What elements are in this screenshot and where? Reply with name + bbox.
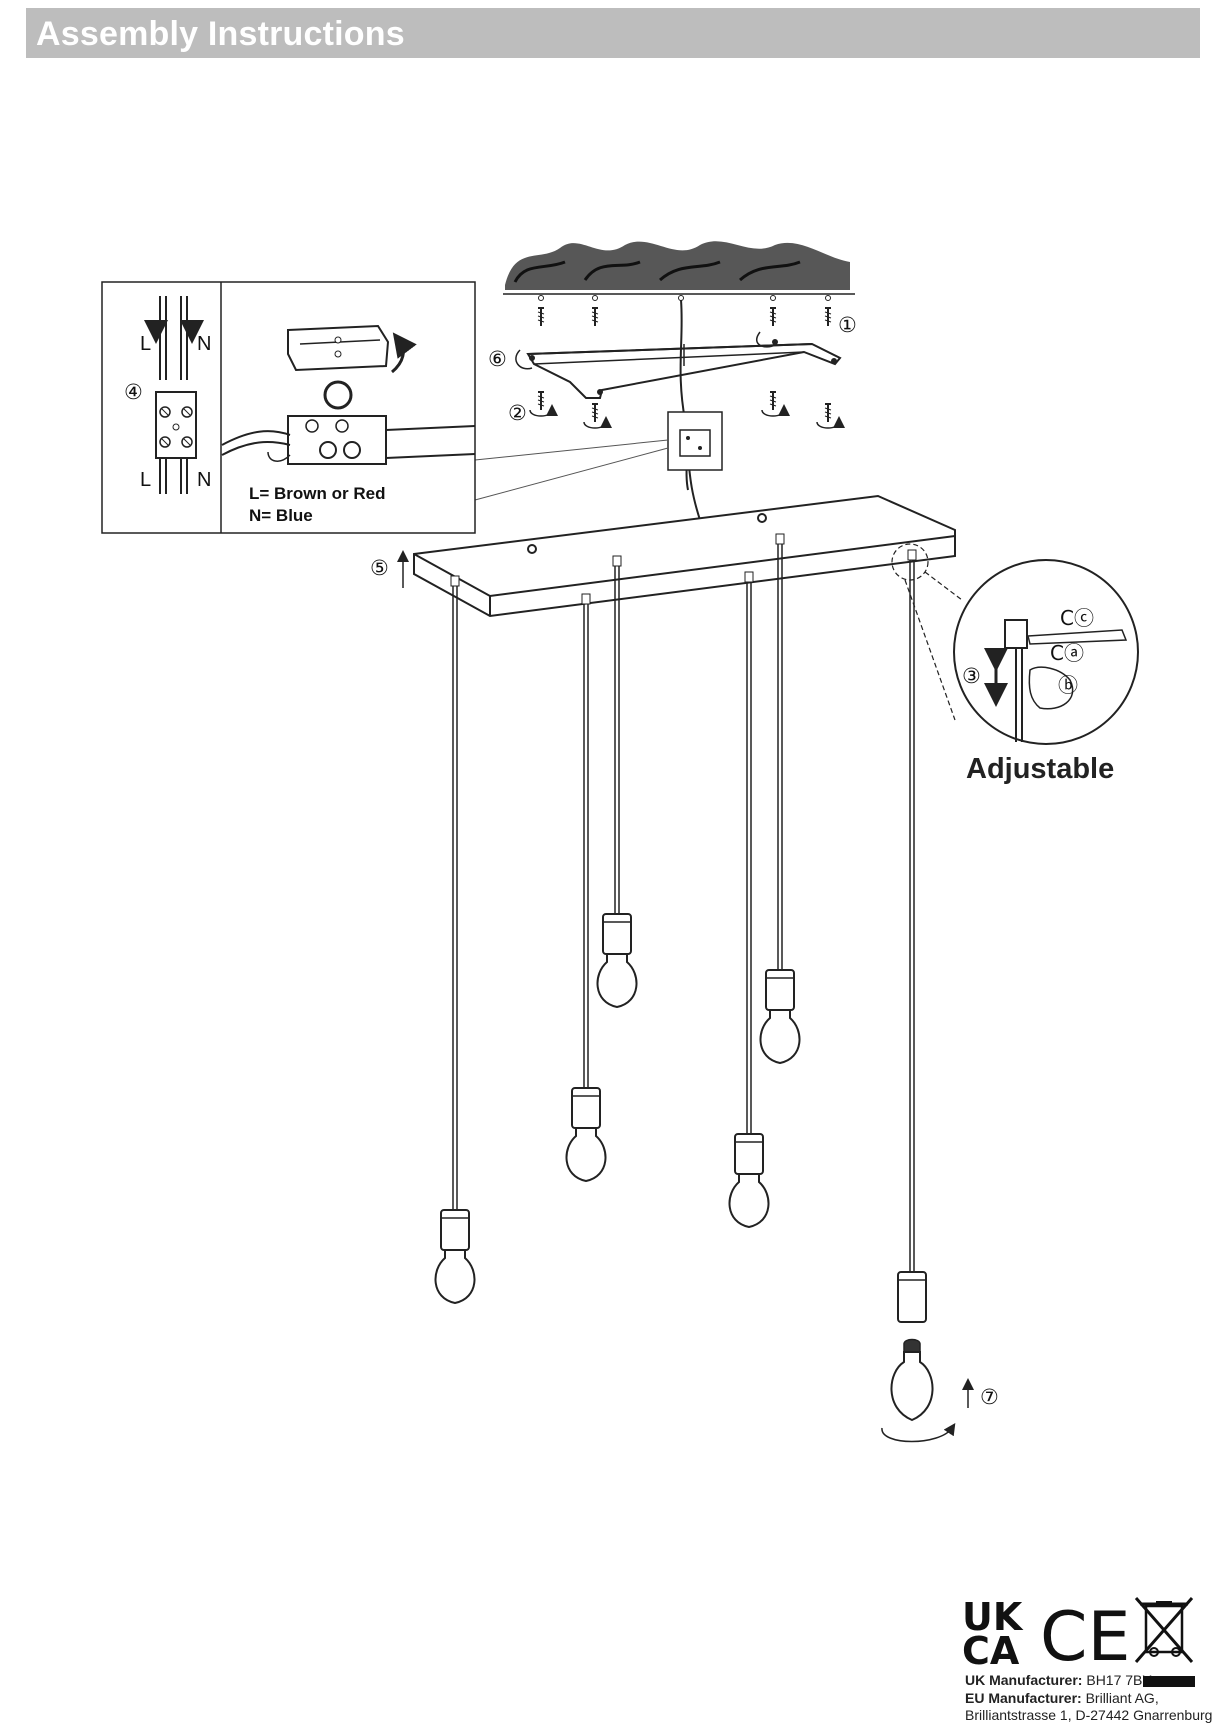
junction-box	[667, 411, 723, 471]
live-label-bottom: L	[140, 469, 151, 491]
bulb-3	[596, 913, 638, 1008]
step-4-label: ④	[124, 380, 143, 404]
uk-manufacturer-value: BH17 7BY	[1086, 1672, 1152, 1688]
step-3-label: ③	[962, 664, 981, 688]
live-label-top: L	[140, 333, 151, 355]
neutral-label-top: N	[197, 333, 211, 355]
ceiling-texture-icon	[503, 241, 855, 295]
part-c-label: Cⓒ	[1060, 606, 1094, 630]
step-7-label: ⑦	[980, 1385, 999, 1409]
empty-socket	[897, 1271, 927, 1323]
bulb-1	[434, 1209, 476, 1304]
supply-cable	[679, 299, 701, 521]
ce-mark: CE	[1040, 1598, 1130, 1677]
step-5-label: ⑤	[370, 556, 389, 580]
neutral-label-bottom: N	[197, 469, 211, 491]
eu-manufacturer-address: Brilliantstrasse 1, D-27442 Gnarrenburg	[965, 1707, 1212, 1723]
step-2-label: ②	[508, 401, 527, 425]
step-6-label: ⑥	[488, 347, 507, 371]
eu-manufacturer: EU Manufacturer: Brilliant AG,	[965, 1690, 1159, 1707]
part-b-label: ⓑ	[1058, 673, 1078, 697]
step-1-label: ①	[838, 313, 857, 337]
uk-manufacturer-label: UK Manufacturer:	[965, 1672, 1083, 1688]
wiring-inset: L N L N	[101, 281, 476, 534]
bulb-icon	[881, 1338, 974, 1443]
wire-terminal-left	[144, 296, 204, 494]
pendant-cables	[450, 533, 917, 1272]
page-title: Assembly Instructions	[36, 15, 405, 53]
adjustment-detail	[891, 543, 1139, 745]
svg-text:CA: CA	[962, 1629, 1020, 1673]
svg-text:CE: CE	[1040, 1598, 1130, 1677]
ceiling-screws	[537, 295, 832, 327]
mounting-bracket	[515, 331, 842, 399]
svg-text:UK: UK	[962, 1595, 1024, 1639]
ceiling-plate	[413, 494, 956, 618]
terminal-block-icon	[221, 324, 476, 465]
bulb-2	[565, 1087, 607, 1182]
bulb-5	[759, 969, 801, 1064]
bracket-screws	[529, 391, 845, 429]
uk-manufacturer: UK Manufacturer: BH17 7BY	[965, 1672, 1152, 1689]
legend-live: L= Brown or Red	[249, 484, 386, 503]
part-a-label: Cⓐ	[1050, 641, 1084, 665]
eu-manufacturer-value: Brilliant AG,	[1085, 1690, 1159, 1706]
ukca-mark: UK CA	[962, 1595, 1028, 1673]
redaction-bar	[1143, 1676, 1195, 1687]
weee-bin-icon	[1134, 1597, 1194, 1663]
legend-neutral: N= Blue	[249, 506, 313, 525]
adjustable-label: Adjustable	[966, 753, 1115, 785]
bulb-4	[728, 1133, 770, 1228]
header-bar: Assembly Instructions	[26, 8, 1200, 58]
eu-manufacturer-label: EU Manufacturer:	[965, 1690, 1082, 1706]
